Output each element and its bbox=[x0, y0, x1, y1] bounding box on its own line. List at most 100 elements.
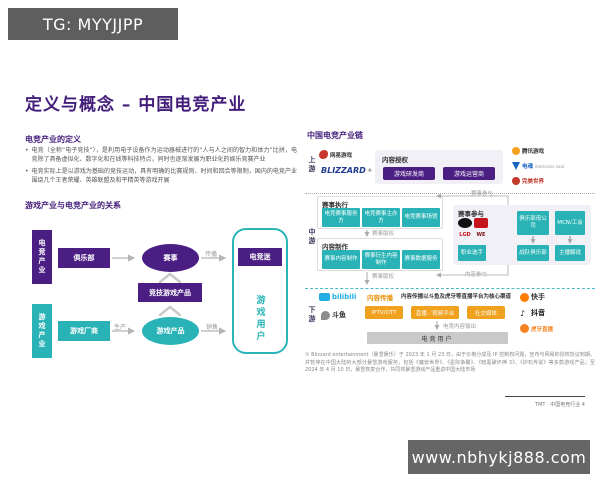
douyin-logo: ♪ 抖音 bbox=[520, 308, 545, 318]
page-footer-text: TMT · 中国电竞行业 4 bbox=[535, 402, 585, 408]
game-user-label: 游戏用户 bbox=[254, 295, 265, 343]
watermark-top: TG: MYYJJPP bbox=[8, 8, 178, 40]
content-license-heading: 内容授权 bbox=[382, 156, 408, 164]
derivative-content-box: 赛事衍生内容制作 bbox=[362, 250, 400, 269]
esports-industry-label: 电竞产业 bbox=[32, 230, 52, 284]
iptv-ott-box: IPTV/OTT bbox=[365, 306, 403, 319]
douyin-icon: ♪ bbox=[520, 308, 526, 318]
netease-logo-text: 网易游戏 bbox=[330, 152, 353, 159]
relationship-arrows bbox=[112, 254, 227, 335]
kuaishou-icon bbox=[520, 292, 529, 302]
netease-icon bbox=[319, 150, 328, 159]
spread-arrow-label: 传播 bbox=[205, 251, 218, 258]
midstream-downstream-divider bbox=[305, 288, 595, 289]
competitive-game-product-node: 竞技游戏产品 bbox=[138, 283, 202, 302]
content-production-heading: 内容制作 bbox=[322, 243, 348, 251]
definition-heading: 电竞产业的定义 bbox=[25, 135, 81, 144]
event-execution-panel: 赛事执行 电竞赛事服务方 电竞赛事主办方 电竞赛事场馆 bbox=[317, 196, 443, 229]
team-logos: LGD WE bbox=[458, 218, 494, 240]
douyin-logo-text: 抖音 bbox=[531, 309, 545, 317]
anchor-commentator-box: 主播解说 bbox=[555, 245, 585, 261]
team-logo-1-icon bbox=[458, 218, 472, 228]
douyu-icon bbox=[321, 310, 330, 320]
game-producer-node: 游戏厂商 bbox=[58, 321, 110, 341]
team-club-box: 战队俱乐部 bbox=[517, 245, 549, 261]
midstream-label: 中游 bbox=[308, 228, 316, 246]
footer-divider bbox=[505, 396, 585, 397]
participation-panel: 赛事参与 LGD WE 俱乐部母公司 MCN/工会 职业选手 战队俱乐部 主播解… bbox=[453, 205, 591, 265]
kuaishou-logo-text: 快手 bbox=[531, 293, 545, 301]
bullet-item: •电竞实际上是以游戏为基础的竞技运动，具有明确的比赛规则、时间和回合等限制，国内… bbox=[25, 167, 297, 185]
game-operator-box: 游戏运营商 bbox=[443, 167, 495, 180]
blizzard-footnote-mark: ① bbox=[367, 167, 372, 174]
tencent-logo-text: 腾讯游戏 bbox=[522, 149, 545, 155]
perfect-world-logo-text: 完美世界 bbox=[522, 179, 545, 185]
bullet-text: 电竞实际上是以游戏为基础的竞技运动，具有明确的比赛规则、时间和回合等限制，国内的… bbox=[31, 168, 297, 184]
bullet-dot: • bbox=[25, 147, 29, 154]
esports-users-bar: 电竞用户 bbox=[367, 332, 508, 344]
upstream-midstream-divider bbox=[305, 193, 595, 194]
tencent-icon bbox=[512, 147, 520, 155]
huya-logo: 虎牙直播 bbox=[520, 324, 553, 333]
event-license-label-1: 赛事版权 bbox=[372, 231, 395, 237]
watermark-bottom: www.nbhykj888.com bbox=[408, 440, 590, 474]
dianhun-logo-text: 电魂 bbox=[522, 164, 534, 170]
esports-fan-node: 电竞迷 bbox=[238, 248, 282, 266]
huya-logo-text: 虎牙直播 bbox=[531, 326, 554, 333]
content-spread-desc: 内容传播以斗鱼及虎牙等直播平台为核心渠道 bbox=[401, 294, 512, 300]
game-developer-box: 游戏研发商 bbox=[383, 167, 435, 180]
pro-player-box: 职业选手 bbox=[458, 245, 486, 261]
netease-logo: 网易游戏 bbox=[319, 150, 352, 159]
chain-heading: 中国电竞产业链 bbox=[307, 131, 363, 140]
tencent-logo: 腾讯游戏 bbox=[512, 147, 544, 155]
dianhun-icon bbox=[512, 162, 520, 170]
bilibili-logo-text: bilibili bbox=[332, 293, 357, 301]
live-video-platform-box: 直播／视频平台 bbox=[411, 306, 459, 319]
event-execution-heading: 赛事执行 bbox=[322, 201, 348, 209]
bullet-text: 电竞（全称“电子竞技”），是利用电子设备作为运动器械进行的“人与人之间的智力和体… bbox=[31, 147, 297, 163]
produce-arrow-label: 生产 bbox=[114, 324, 127, 331]
huya-icon bbox=[520, 324, 529, 333]
sell-arrow-label: 销售 bbox=[206, 324, 219, 331]
bilibili-icon bbox=[319, 293, 330, 301]
bullet-item: •电竞（全称“电子竞技”），是利用电子设备作为运动器械进行的“人与人之间的智力和… bbox=[25, 146, 297, 164]
perfect-world-logo: 完美世界 bbox=[512, 177, 544, 185]
industry-chain-diagram: 中国电竞产业链 上游 网易游戏 BLIZZARD ① 内容授权 游戏研发商 游戏… bbox=[305, 128, 595, 380]
perfect-world-icon bbox=[512, 177, 520, 185]
footnote: ① Blizzard entertainment（暴雪娱乐）于 2023 年 1… bbox=[305, 352, 595, 373]
event-venue-box: 电竞赛事场馆 bbox=[402, 208, 440, 227]
bullet-dot: • bbox=[25, 168, 29, 175]
participation-arrow-top-label: 赛事参与 bbox=[471, 191, 494, 197]
event-content-box: 赛事内容制作 bbox=[322, 250, 360, 269]
team-logo-lgd: LGD bbox=[459, 232, 471, 238]
participation-arrow-bottom-label: 内容参与 bbox=[465, 272, 488, 278]
blizzard-logo: BLIZZARD ① bbox=[321, 166, 372, 175]
mcn-union-box: MCN/工会 bbox=[555, 211, 585, 235]
bilibili-logo: bilibili bbox=[319, 293, 356, 301]
participation-heading: 赛事参与 bbox=[458, 210, 484, 218]
dianhun-logo-subtext: electronic soul bbox=[535, 163, 565, 169]
dianhun-logo: 电魂 electronic soul bbox=[512, 162, 564, 170]
game-product-node: 游戏产品 bbox=[142, 317, 199, 345]
social-media-box: 社交媒体 bbox=[467, 306, 505, 319]
douyu-logo: 斗鱼 bbox=[321, 310, 346, 320]
team-logo-2-icon bbox=[474, 218, 488, 228]
event-license-label-2: 赛事版权 bbox=[372, 274, 395, 280]
kuaishou-logo: 快手 bbox=[520, 292, 545, 302]
club-parent-box: 俱乐部母公司 bbox=[517, 211, 549, 235]
game-industry-label: 游戏产业 bbox=[32, 304, 52, 358]
event-service-box: 电竞赛事服务方 bbox=[322, 208, 360, 227]
douyu-logo-text: 斗鱼 bbox=[332, 311, 346, 319]
club-node: 俱乐部 bbox=[58, 248, 110, 268]
content-production-panel: 内容制作 赛事内容制作 赛事衍生内容制作 赛事数据服务 bbox=[317, 238, 443, 271]
upstream-label: 上游 bbox=[308, 156, 316, 174]
relationship-diagram: 电竞产业 游戏产业 俱乐部 赛事 传播 竞技游戏产品 游戏厂商 生产 游戏产品 … bbox=[20, 210, 295, 362]
page-title: 定义与概念 – 中国电竞产业 bbox=[25, 95, 247, 115]
relationship-heading: 游戏产业与电竞产业的关系 bbox=[25, 201, 121, 210]
esports-content-output-label: 电竞内容输出 bbox=[443, 324, 477, 330]
event-node: 赛事 bbox=[142, 244, 199, 272]
content-spread-heading: 内容传播 bbox=[367, 294, 393, 302]
event-data-box: 赛事数据服务 bbox=[402, 250, 440, 269]
event-host-box: 电竞赛事主办方 bbox=[362, 208, 400, 227]
